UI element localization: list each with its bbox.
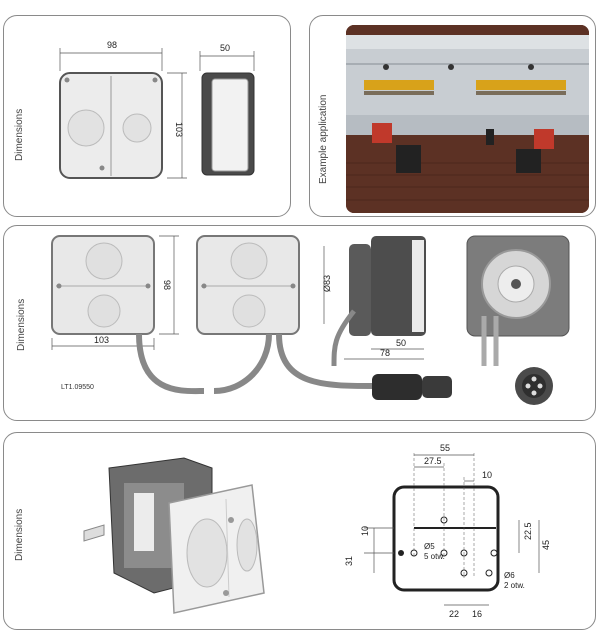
hole6-label: Ø6	[504, 571, 515, 580]
part-number: LT1.09550	[61, 384, 94, 391]
dimensions-panel-top: Dimensions 98 103 50	[3, 15, 291, 217]
dimensions-panel-middle: Dimensions 98 103 Ø83	[3, 225, 596, 421]
lamp-side-view	[349, 244, 371, 336]
trailer-photo	[346, 25, 589, 213]
hole5-label: Ø5	[424, 542, 435, 551]
dim-16: 16	[472, 609, 482, 619]
exploded-lamp-drawing: 55 27.5 10 10 22.5 45 31 22 16 Ø5 5 otw.…	[83, 443, 551, 619]
depth-50-label: 50	[396, 338, 406, 348]
mounting-plate-drawing	[392, 485, 500, 592]
dim-55: 55	[440, 443, 450, 453]
dim-10-top: 10	[482, 470, 492, 480]
plug-connector	[372, 374, 422, 400]
dim-10-left: 10	[360, 526, 370, 536]
hole5-note: 5 otw.	[424, 552, 445, 561]
left-lamp	[51, 235, 155, 335]
lamp-width-label: 103	[94, 335, 109, 345]
dim-45: 45	[541, 540, 551, 550]
lamp-height-label: 98	[162, 280, 172, 290]
side-width-label: 50	[220, 43, 230, 53]
dim-22-5: 22.5	[523, 522, 533, 540]
hole6-note: 2 otw.	[504, 581, 525, 590]
front-height-label: 103	[174, 122, 184, 137]
lamp-pair-drawing: 98 103 Ø83 50 78	[51, 235, 570, 405]
dimensions-panel-bottom: Dimensions	[3, 432, 596, 630]
dim-22: 22	[449, 609, 459, 619]
example-application-panel: Example application	[309, 15, 596, 217]
diameter-label: Ø83	[322, 275, 332, 292]
front-width-label: 98	[107, 40, 117, 50]
depth-78-label: 78	[380, 348, 390, 358]
lamp-front-and-side-drawing: 98 103 50	[59, 40, 255, 179]
right-lamp	[196, 235, 300, 335]
dim-31: 31	[344, 556, 354, 566]
dim-27-5: 27.5	[424, 456, 442, 466]
panel-label: Example application	[318, 94, 329, 185]
